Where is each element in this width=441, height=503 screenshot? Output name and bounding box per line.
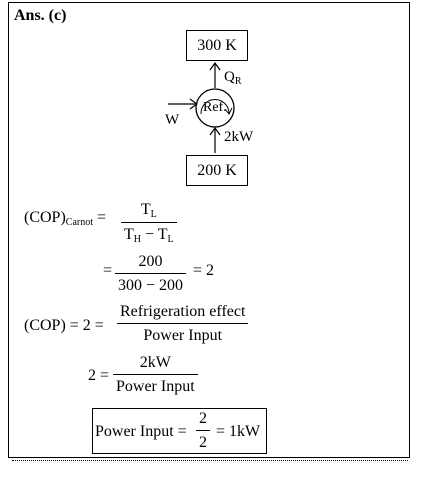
work-arrowhead xyxy=(189,98,199,110)
eq1-fraction: TL TH − TL xyxy=(121,201,177,245)
eq4-numerator: 2kW xyxy=(139,354,171,371)
eq5-fraction-bar xyxy=(196,430,210,431)
refrigerator-circle xyxy=(195,88,235,128)
cycle-arrowhead xyxy=(224,107,233,115)
hot-reservoir-label: 300 K xyxy=(197,36,237,54)
eq2-fraction-bar xyxy=(115,273,187,274)
solution-frame xyxy=(8,2,410,458)
eq4-fraction: 2kW Power Input xyxy=(113,354,198,396)
answer-label: Ans. (c) xyxy=(14,7,67,24)
hot-reservoir-box: 300 K xyxy=(186,30,248,61)
eq3-numerator: Refrigeration effect xyxy=(120,303,246,320)
eq1-numerator: TL xyxy=(140,201,157,220)
cycle-arc xyxy=(200,99,230,115)
cop-carnot-lhs: (COP)Carnot = xyxy=(24,209,107,228)
cold-reservoir-label: 200 K xyxy=(197,161,237,179)
heat-absorbed-arrowhead xyxy=(209,126,221,136)
heat-absorbed-label: 2kW xyxy=(224,129,254,145)
eq5-lhs: Power Input = xyxy=(95,423,187,440)
device-label: Ref. xyxy=(203,100,227,115)
eq5-numerator: 2 xyxy=(199,410,207,427)
heat-rejected-label: QR xyxy=(224,69,242,87)
eq4-lhs: 2 = xyxy=(88,367,110,384)
eq3-denominator: Power Input xyxy=(143,327,223,344)
eq3-fraction-bar xyxy=(117,323,249,324)
eq4-denominator: Power Input xyxy=(116,378,195,395)
cop-lhs: (COP) = 2 = xyxy=(24,317,104,334)
heat-rejected-arrowhead xyxy=(209,61,221,71)
work-label: W xyxy=(165,112,180,128)
eq2-fraction: 200 300 − 200 xyxy=(115,253,187,295)
cold-reservoir-box: 200 K xyxy=(186,155,248,186)
eq2-numerator: 200 xyxy=(138,253,163,270)
eq5-fraction: 2 2 xyxy=(196,410,210,452)
eq1-denominator: TH − TL xyxy=(124,226,174,245)
eq2-denominator: 300 − 200 xyxy=(118,277,184,294)
eq3-fraction: Refrigeration effect Power Input xyxy=(117,303,249,345)
final-answer-box xyxy=(92,408,267,454)
eq2-equals: = xyxy=(103,262,113,279)
dotted-separator xyxy=(12,460,408,461)
eq4-fraction-bar xyxy=(113,374,198,375)
eq5-result: = 1kW xyxy=(216,423,261,440)
eq2-result: = 2 xyxy=(193,262,215,279)
eq5-denominator: 2 xyxy=(199,434,207,451)
eq1-fraction-bar xyxy=(121,222,177,223)
